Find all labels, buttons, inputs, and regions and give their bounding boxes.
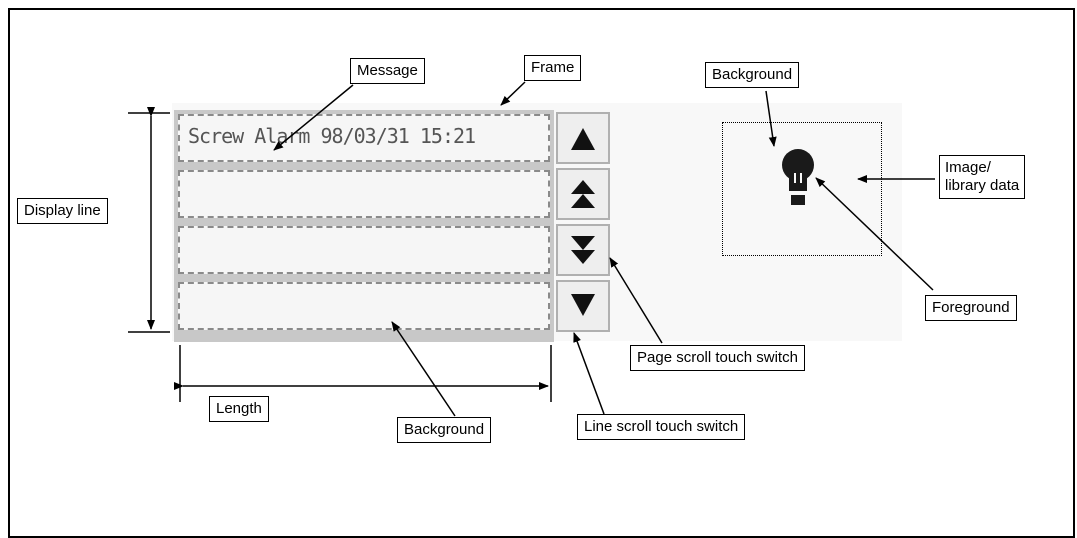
- diagram-stage: Screw Alarm 98/03/31 15:21: [8, 8, 1075, 538]
- triangle-up-icon: [571, 128, 595, 150]
- label-background-top: Background: [705, 62, 800, 88]
- message-row-empty: [178, 170, 550, 218]
- label-image-library-data: Image/ library data: [939, 155, 1026, 199]
- message-row-empty: [178, 226, 550, 274]
- label-message: Message: [350, 58, 425, 84]
- page-scroll-up-button[interactable]: [556, 168, 610, 220]
- label-length: Length: [209, 396, 269, 422]
- label-page-scroll-touch-switch: Page scroll touch switch: [630, 345, 805, 371]
- message-row: Screw Alarm 98/03/31 15:21: [178, 114, 550, 162]
- line-scroll-down-button[interactable]: [556, 280, 610, 332]
- label-display-line: Display line: [17, 198, 108, 224]
- line-scroll-up-button[interactable]: [556, 112, 610, 164]
- label-line-scroll-touch-switch: Line scroll touch switch: [577, 414, 746, 440]
- double-triangle-down-icon: [571, 236, 595, 264]
- image-library-box: [722, 122, 882, 256]
- page-scroll-down-button[interactable]: [556, 224, 610, 276]
- alarm-message-text: Screw Alarm 98/03/31 15:21: [188, 124, 476, 148]
- lamp-icon: [782, 149, 814, 205]
- label-frame: Frame: [524, 55, 582, 81]
- message-row-empty: [178, 282, 550, 330]
- triangle-down-icon: [571, 294, 595, 316]
- callout-lines: [128, 81, 935, 417]
- double-triangle-up-icon: [571, 180, 595, 208]
- label-background-bottom: Background: [397, 417, 492, 443]
- label-foreground: Foreground: [925, 295, 1017, 321]
